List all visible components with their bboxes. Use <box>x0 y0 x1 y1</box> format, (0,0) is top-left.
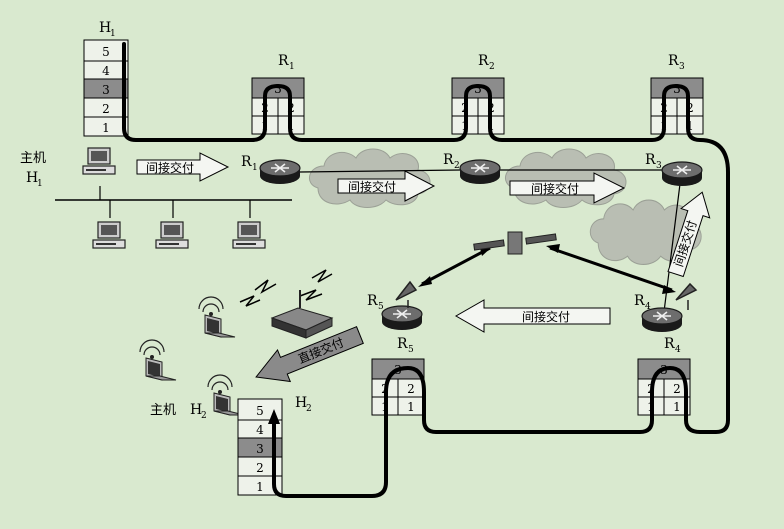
label-r2-router: R 2 <box>443 152 460 171</box>
wireless-signal-icon <box>239 269 333 307</box>
stack-h2-layer-3: 3 <box>256 442 264 456</box>
svg-text:R: R <box>664 336 675 352</box>
stack-h1-layer-5: 5 <box>102 45 110 59</box>
svg-text:1: 1 <box>252 163 258 173</box>
lan-bus <box>55 186 292 218</box>
label-host-h1: 主机 H 1 <box>20 151 46 189</box>
direct-label: 直接交付 <box>296 334 346 366</box>
svg-text:4: 4 <box>675 345 681 355</box>
stack-r3-layer-3: 3 <box>673 82 681 96</box>
router-r3-icon <box>661 161 703 187</box>
label-r5-stack: R 5 <box>397 336 414 355</box>
svg-text:R: R <box>397 336 408 352</box>
stack-h1-layer-1: 1 <box>102 121 110 135</box>
lan-computer-icon-2 <box>155 221 189 249</box>
stack-r2-layer-3: 3 <box>474 82 482 96</box>
indirect-label-3: 间接交付 <box>531 181 579 196</box>
svg-text:R: R <box>668 53 679 69</box>
stack-r4-layer-1-out: 1 <box>673 400 681 414</box>
label-r1-router: R 1 <box>241 154 258 173</box>
indirect-label-5: 间接交付 <box>522 309 570 324</box>
stack-h1: 5 4 3 2 1 <box>83 39 129 137</box>
host-h1-computer-icon <box>82 147 116 175</box>
svg-text:R: R <box>634 293 645 309</box>
indirect-arrow-r1-r2: 间接交付 <box>337 170 436 202</box>
label-r1-stack: R 1 <box>278 53 295 72</box>
svg-text:1: 1 <box>110 29 116 39</box>
svg-text:2: 2 <box>489 62 495 72</box>
label-r3-router: R 3 <box>645 152 662 171</box>
satellite-link-right <box>546 244 676 294</box>
svg-text:H: H <box>295 395 307 411</box>
svg-text:2: 2 <box>201 411 207 421</box>
svg-text:R: R <box>645 152 656 168</box>
network-cloud-2 <box>504 148 627 208</box>
svg-text:R: R <box>478 53 489 69</box>
svg-text:R: R <box>241 154 252 170</box>
stack-r5-layer-1-out: 1 <box>407 400 415 414</box>
svg-text:H: H <box>26 170 38 186</box>
label-r2-stack: R 2 <box>478 53 495 72</box>
svg-text:R: R <box>367 293 378 309</box>
indirect-arrow-h1-r1: 间接交付 <box>136 152 230 182</box>
stack-h1-layer-3: 3 <box>102 83 110 97</box>
satellite-link-left <box>418 245 494 287</box>
router-r4-icon <box>641 282 698 333</box>
svg-text:2: 2 <box>454 161 460 171</box>
svg-text:4: 4 <box>645 302 651 312</box>
router-r5-icon <box>381 280 423 331</box>
stack-h2-layer-1: 1 <box>256 480 264 494</box>
label-r5-router: R 5 <box>367 293 384 312</box>
svg-text:2: 2 <box>306 404 312 414</box>
label-r4-stack: R 4 <box>664 336 681 355</box>
stack-r1-layer-3: 3 <box>274 82 282 96</box>
svg-text:1: 1 <box>289 62 295 72</box>
svg-text:H: H <box>99 20 111 36</box>
indirect-label-2: 间接交付 <box>348 179 396 194</box>
svg-text:H: H <box>190 402 202 418</box>
label-h1-top: H 1 <box>99 20 116 39</box>
lan-computer-icon-1 <box>92 221 126 249</box>
link-r1-r2 <box>299 169 461 173</box>
label-r3-stack: R 3 <box>668 53 685 72</box>
stack-h2: 5 4 3 2 1 <box>237 398 283 496</box>
label-host-h2: 主机 H 2 <box>150 402 207 421</box>
stack-h1-layer-2: 2 <box>102 102 110 116</box>
svg-text:1: 1 <box>37 179 43 189</box>
stack-h2-layer-4: 4 <box>256 423 264 437</box>
access-point-icon <box>270 290 334 339</box>
stack-r4-layer-2-out: 2 <box>673 382 681 396</box>
indirect-arrow-r4-r5: 间接交付 <box>454 299 611 333</box>
label-h2-top: H 2 <box>295 395 312 414</box>
satellite-icon <box>473 231 557 255</box>
stack-r5-layer-2-out: 2 <box>407 382 415 396</box>
data-path <box>122 42 730 498</box>
router-r2-icon <box>459 159 501 185</box>
wireless-laptop-icon-1 <box>198 296 236 338</box>
indirect-arrow-r2-r3: 间接交付 <box>509 172 626 204</box>
router-r1-icon <box>259 159 301 185</box>
svg-text:5: 5 <box>378 302 384 312</box>
svg-text:主机: 主机 <box>20 151 46 166</box>
stack-h2-layer-5: 5 <box>256 404 264 418</box>
svg-text:3: 3 <box>679 62 685 72</box>
svg-text:R: R <box>443 152 454 168</box>
svg-text:5: 5 <box>408 345 414 355</box>
stack-r5: 3 2 2 1 1 <box>371 358 425 416</box>
svg-text:主机: 主机 <box>150 403 176 418</box>
label-r4-router: R 4 <box>634 293 651 312</box>
svg-text:3: 3 <box>656 161 662 171</box>
indirect-label-1: 间接交付 <box>146 160 194 175</box>
data-path-arrowhead <box>268 409 280 424</box>
stack-h1-layer-4: 4 <box>102 64 110 78</box>
wireless-laptop-icon-2 <box>139 339 177 381</box>
svg-text:R: R <box>278 53 289 69</box>
lan-computer-icon-3 <box>232 221 266 249</box>
stack-h2-layer-2: 2 <box>256 461 264 475</box>
